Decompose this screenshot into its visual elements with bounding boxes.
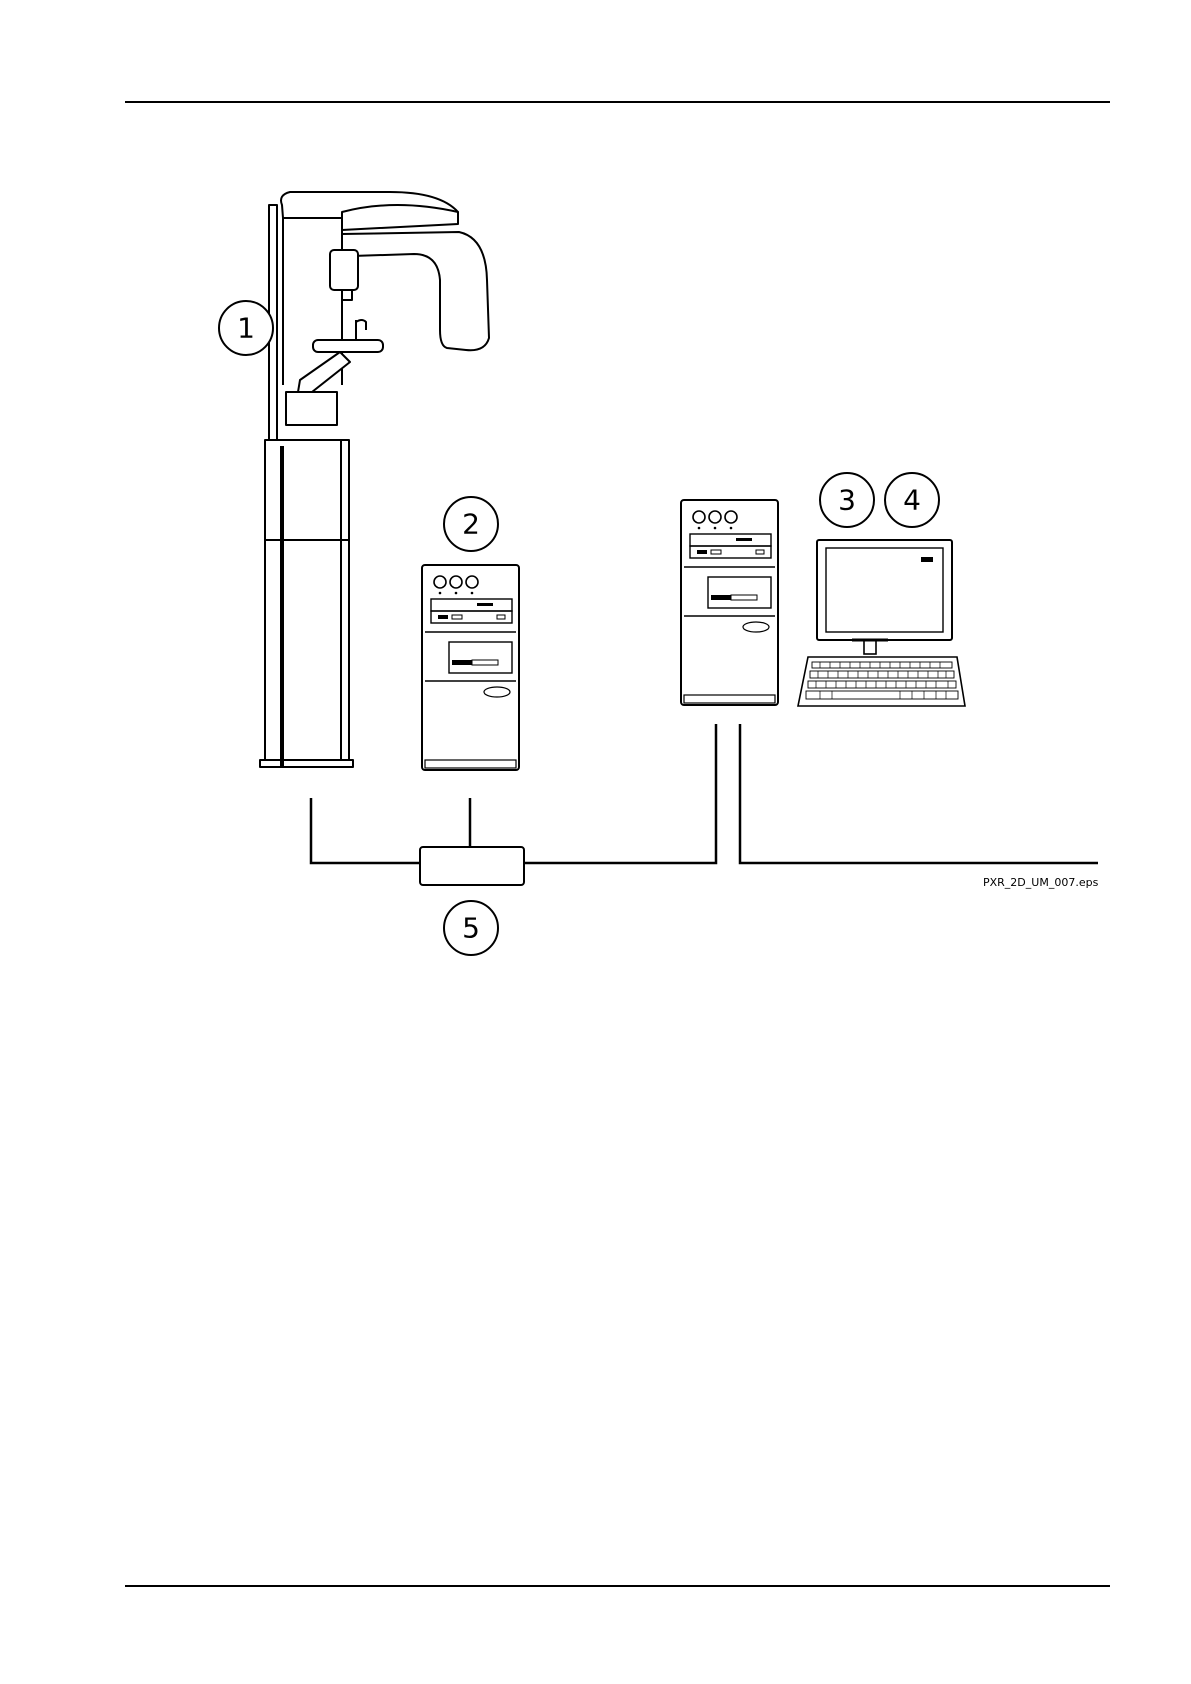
callout-1: 1	[219, 301, 273, 355]
callout-2: 2	[444, 497, 498, 551]
callout-4-label: 4	[903, 484, 921, 517]
workstation-pc-icon	[681, 500, 778, 705]
monitor-icon	[817, 540, 952, 654]
pc-tower-icon	[422, 565, 519, 770]
callout-5: 5	[444, 901, 498, 955]
keyboard-icon	[798, 657, 965, 706]
callout-5-label: 5	[462, 912, 480, 945]
callout-3-label: 3	[838, 484, 856, 517]
callout-1-label: 1	[237, 312, 255, 345]
callout-4: 4	[885, 473, 939, 527]
callout-3: 3	[820, 473, 874, 527]
network-switch-icon	[420, 847, 524, 885]
callout-2-label: 2	[462, 508, 480, 541]
figure-file-name: PXR_2D_UM_007.eps	[983, 876, 1099, 889]
